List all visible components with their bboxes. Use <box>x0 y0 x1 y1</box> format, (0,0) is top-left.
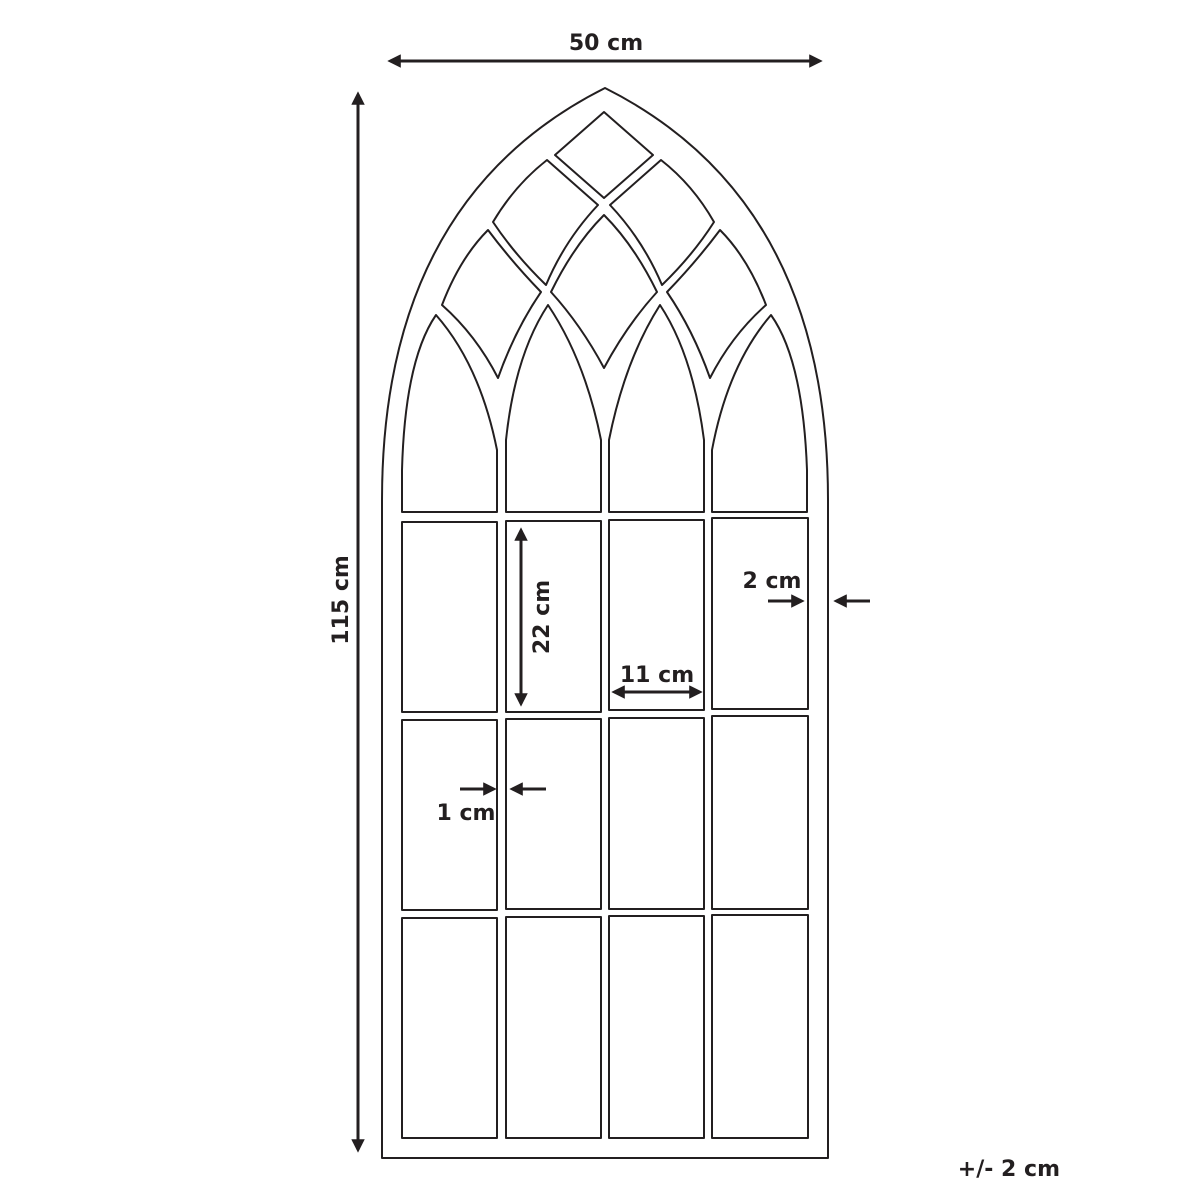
pane-r2-c4 <box>711 715 809 910</box>
pane-r1-c4 <box>711 517 809 710</box>
outer-frame <box>381 87 829 1159</box>
arch-pane-upper-right <box>609 159 715 286</box>
arch-pane-mid-right <box>666 229 767 379</box>
rectangular-panes <box>401 517 809 1139</box>
width-label: 50 cm <box>569 31 643 56</box>
pane-height-label: 22 cm <box>530 580 555 654</box>
arch-lancet-3 <box>608 304 705 513</box>
pane-r2-c3 <box>608 717 705 910</box>
pane-r2-c2 <box>505 718 602 910</box>
arch-tracery <box>401 111 808 513</box>
pane-r3-c3 <box>608 915 705 1139</box>
arch-lancet-1 <box>401 314 498 513</box>
pane-width-label: 11 cm <box>620 663 694 688</box>
arch-pane-mid-left <box>441 229 542 379</box>
tolerance-label: +/- 2 cm <box>958 1157 1060 1182</box>
pane-r3-c2 <box>505 916 602 1139</box>
pane-r2-c1 <box>401 719 498 911</box>
arch-pane-top-diamond <box>554 111 654 199</box>
height-label: 115 cm <box>329 555 354 645</box>
pane-r3-c4 <box>711 914 809 1139</box>
arch-lancet-4 <box>711 314 808 513</box>
pane-r1-c2 <box>505 520 602 713</box>
mullion-label: 1 cm <box>437 801 496 826</box>
arch-pane-upper-left <box>492 159 599 286</box>
arch-lancet-2 <box>505 304 602 513</box>
arch-pane-mid-center <box>550 214 658 369</box>
pane-r3-c1 <box>401 917 498 1139</box>
pane-r1-c1 <box>401 521 498 713</box>
frame-border-label: 2 cm <box>743 569 802 594</box>
pane-r1-c3 <box>608 519 705 711</box>
